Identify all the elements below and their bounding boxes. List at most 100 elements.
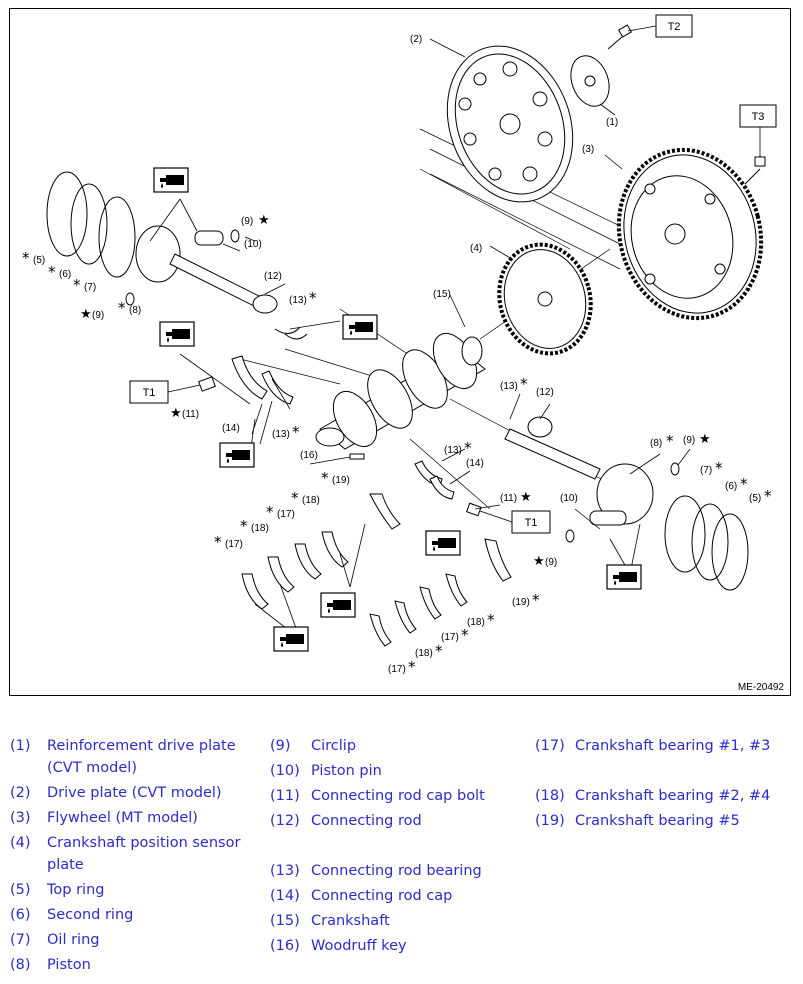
tool-box-t3: T3 (739, 104, 777, 157)
callout-4: (4) (470, 243, 482, 254)
reinforcement-plate (570, 24, 633, 107)
callout-10: (10) (244, 239, 262, 250)
callout-7: (7) (84, 282, 96, 293)
asterisk: * (48, 263, 56, 281)
asterisk: * (22, 249, 30, 267)
callout-5: (5) (33, 255, 45, 266)
legend-column-3: (17)Crankshaft bearing #1, #3 (18)Cranks… (535, 735, 795, 835)
asterisk: * (487, 611, 495, 629)
callout-6: (6) (725, 481, 737, 492)
callout-3: (3) (582, 144, 594, 155)
crank-bearings-upper (241, 493, 401, 610)
legend-item: (6)Second ring (10, 907, 134, 923)
exploded-diagram: T2 T3 T1 T1 (2) (1) (3) (4) (15) * (5) (9, 8, 791, 696)
asterisk: * (73, 276, 81, 294)
legend-item: (19)Crankshaft bearing #5 (535, 813, 740, 829)
legend-item: (18)Crankshaft bearing #2, #4 (535, 788, 771, 804)
star: ★ (699, 432, 711, 447)
parts-legend: (1)Reinforcement drive plate (CVT model)… (0, 735, 803, 984)
callout-15: (15) (433, 289, 451, 300)
star: ★ (170, 406, 182, 421)
callout-16: (16) (300, 450, 318, 461)
asterisk: * (214, 533, 222, 551)
asterisk: * (408, 658, 416, 676)
callout-12: (12) (264, 271, 282, 282)
callout-13: (13) (289, 295, 307, 306)
left-rod-cap (198, 355, 294, 405)
callout-9: (9) (545, 557, 557, 568)
legend-item: (14)Connecting rod cap (270, 888, 453, 904)
callout-13: (13) (500, 381, 518, 392)
crank-bearings-lower (369, 538, 512, 647)
callout-9: (9) (92, 310, 104, 321)
callout-18: (18) (251, 523, 269, 534)
callout-9: (9) (683, 435, 695, 446)
callout-14: (14) (466, 458, 484, 469)
callout-6: (6) (59, 269, 71, 280)
legend-item: (8)Piston (10, 957, 91, 973)
crank-sensor-plate (497, 242, 593, 356)
legend-item: (2)Drive plate (CVT model) (10, 785, 222, 801)
callout-11: (11) (182, 409, 199, 420)
asterisk: * (435, 642, 443, 660)
asterisk: * (464, 439, 472, 457)
diagram-svg: T2 T3 T1 T1 (2) (1) (3) (4) (15) * (5) (22, 14, 777, 676)
tool-box-t1-right: T1 (479, 510, 551, 534)
legend-item: (1)Reinforcement drive plate (CVT model) (10, 738, 236, 776)
legend-column-1: (1)Reinforcement drive plate (CVT model)… (10, 735, 255, 979)
star: ★ (80, 307, 92, 322)
legend-item: (5)Top ring (10, 882, 105, 898)
flywheel (616, 147, 766, 321)
callout-1: (1) (606, 117, 618, 128)
legend-item: (12)Connecting rod (270, 813, 422, 829)
callout-18: (18) (467, 617, 485, 628)
svg-text:T2: T2 (668, 21, 681, 33)
legend-item: (4)Crankshaft position sensor plate (10, 835, 241, 873)
asterisk: * (118, 299, 126, 317)
svg-text:T1: T1 (143, 387, 156, 399)
callout-labels: (2) (1) (3) (4) (15) * (5) * (6) * (7) *… (22, 34, 772, 676)
callout-9: (9) (241, 216, 253, 227)
asterisk: * (715, 459, 723, 477)
asterisk: * (461, 626, 469, 644)
callout-19: (19) (512, 597, 530, 608)
right-rod-assembly (414, 416, 749, 591)
callout-13: (13) (272, 429, 290, 440)
callout-13: (13) (444, 445, 462, 456)
callout-10: (10) (560, 493, 578, 504)
callout-12: (12) (536, 387, 554, 398)
crankshaft (315, 333, 486, 450)
asterisk: * (666, 432, 674, 450)
tool-box-t1-left: T1 (129, 380, 201, 404)
star: ★ (533, 554, 545, 569)
woodruff-key (349, 453, 365, 460)
star: ★ (258, 213, 270, 228)
legend-item: (11)Connecting rod cap bolt (270, 788, 485, 804)
legend-item: (10)Piston pin (270, 763, 382, 779)
asterisk: * (321, 469, 329, 487)
callout-11: (11) (500, 493, 517, 504)
callout-8: (8) (650, 438, 662, 449)
callout-8: (8) (129, 305, 141, 316)
asterisk: * (309, 289, 317, 307)
callout-18: (18) (302, 495, 320, 506)
asterisk: * (266, 503, 274, 521)
svg-text:T3: T3 (752, 111, 765, 123)
legend-item: (16)Woodruff key (270, 938, 407, 954)
tool-box-t2: T2 (627, 14, 693, 38)
drive-plate (446, 45, 574, 203)
asterisk: * (764, 487, 772, 505)
callout-17: (17) (277, 509, 295, 520)
asterisk: * (292, 423, 300, 441)
legend-item: (17)Crankshaft bearing #1, #3 (535, 738, 771, 754)
legend-item: (3)Flywheel (MT model) (10, 810, 198, 826)
asterisk: * (240, 517, 248, 535)
legend-column-2: (9)Circlip (10)Piston pin (11)Connecting… (270, 735, 530, 960)
legend-item: (9)Circlip (270, 738, 357, 754)
asterisk: * (740, 475, 748, 493)
star: ★ (520, 490, 532, 505)
callout-18: (18) (415, 648, 433, 659)
asterisk: * (291, 489, 299, 507)
asterisk: * (520, 375, 528, 393)
asterisk: * (532, 591, 540, 609)
